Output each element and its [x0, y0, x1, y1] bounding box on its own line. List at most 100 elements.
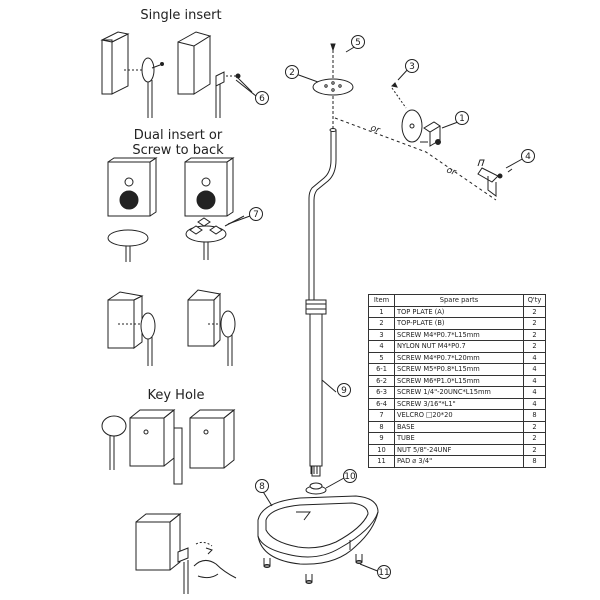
- dual-insert-illustration: [107, 157, 245, 262]
- qty-cell: 2: [523, 340, 546, 353]
- callout-2: 2: [285, 65, 299, 79]
- qty-cell: 2: [523, 317, 546, 330]
- screw-back-illustration: [107, 289, 236, 366]
- callout-number: 5: [355, 38, 361, 48]
- part-cell: SCREW M5*P0.8*L15mm: [394, 363, 524, 376]
- item-cell: 5: [368, 351, 395, 364]
- header-qty: Q'ty: [523, 294, 546, 307]
- part-cell: NYLON NUT M4*P0.7: [394, 340, 524, 353]
- single-insert-illustration: [100, 31, 253, 118]
- callout-circle: [351, 35, 365, 49]
- item-cell: 9: [368, 432, 395, 445]
- callout-9: 9: [337, 383, 351, 397]
- item-cell: 6-2: [368, 374, 395, 387]
- item-cell: 7: [368, 409, 395, 422]
- callout-number: 1: [459, 114, 465, 124]
- item-cell: 3: [368, 328, 395, 341]
- header-item: Item: [368, 294, 395, 307]
- item-cell: 6-3: [368, 386, 395, 399]
- callout-number: 4: [525, 152, 531, 162]
- qty-cell: 2: [523, 420, 546, 433]
- callout-circle: [255, 91, 269, 105]
- base: [257, 477, 381, 584]
- qty-cell: 4: [523, 386, 546, 399]
- item-cell: 2: [368, 317, 395, 330]
- part-cell: VELCRO □20*20: [394, 409, 524, 422]
- callout-7: 7: [249, 207, 263, 221]
- part-cell: SCREW 3/16"*L1": [394, 397, 524, 410]
- single-insert-heading: Single insert: [140, 8, 222, 23]
- qty-cell: 2: [523, 305, 546, 318]
- callout-10: 10: [343, 469, 357, 483]
- part-cell: SCREW M6*P1.0*L15mm: [394, 374, 524, 387]
- table-header-row: Item Spare parts Q'ty: [368, 294, 546, 307]
- qty-cell: 4: [523, 363, 546, 376]
- part-cell: TOP-PLATE (B): [394, 317, 524, 330]
- hand-assembly-illustration: [135, 512, 237, 594]
- callout-circle: [521, 149, 535, 163]
- callout-number: 8: [259, 482, 265, 492]
- callout-number: 3: [409, 62, 415, 72]
- qty-cell: 4: [523, 397, 546, 410]
- qty-cell: 4: [523, 351, 546, 364]
- dual-insert-heading: Dual insert or Screw to back: [132, 128, 224, 158]
- item-cell: 4: [368, 340, 395, 353]
- qty-cell: 8: [523, 455, 546, 468]
- item-cell: 10: [368, 443, 395, 456]
- callout-5: 5: [351, 35, 365, 49]
- tube: [305, 128, 337, 477]
- part-cell: TOP PLATE (A): [394, 305, 524, 318]
- part-cell: BASE: [394, 420, 524, 433]
- callout-circle: [285, 65, 299, 79]
- callout-number: 7: [253, 210, 259, 220]
- key-hole-heading: Key Hole: [147, 388, 205, 403]
- callout-circle: [377, 565, 391, 579]
- callout-4: 4: [521, 149, 535, 163]
- qty-cell: 2: [523, 328, 546, 341]
- item-cell: 8: [368, 420, 395, 433]
- part-cell: SCREW M4*P0.7*L20mm: [394, 351, 524, 364]
- callout-number: 10: [344, 472, 356, 482]
- qty-cell: 2: [523, 443, 546, 456]
- top-plate-assembly: [312, 43, 513, 201]
- part-cell: NUT 5/8"-24UNF: [394, 443, 524, 456]
- key-hole-illustration: [101, 408, 236, 485]
- item-cell: 11: [368, 455, 395, 468]
- callout-circle: [255, 479, 269, 493]
- callout-number: 6: [259, 94, 265, 104]
- header-spare-parts: Spare parts: [394, 294, 524, 307]
- item-cell: 1: [368, 305, 395, 318]
- qty-cell: 8: [523, 409, 546, 422]
- qty-cell: 2: [523, 432, 546, 445]
- callout-circle: [337, 383, 351, 397]
- item-cell: 6-4: [368, 397, 395, 410]
- callout-number: 2: [289, 68, 295, 78]
- callout-1: 1: [455, 111, 469, 125]
- item-cell: 6-1: [368, 363, 395, 376]
- part-cell: SCREW M4*P0.7*L15mm: [394, 328, 524, 341]
- callout-circle: [343, 469, 357, 483]
- callout-number: 9: [341, 386, 347, 396]
- or-label-2: or: [445, 165, 458, 178]
- callout-8: 8: [255, 479, 269, 493]
- callout-11: 11: [377, 565, 391, 579]
- callout-6: 6: [255, 91, 269, 105]
- part-cell: PAD ⌀ 3/4": [394, 455, 524, 468]
- part-cell: TUBE: [394, 432, 524, 445]
